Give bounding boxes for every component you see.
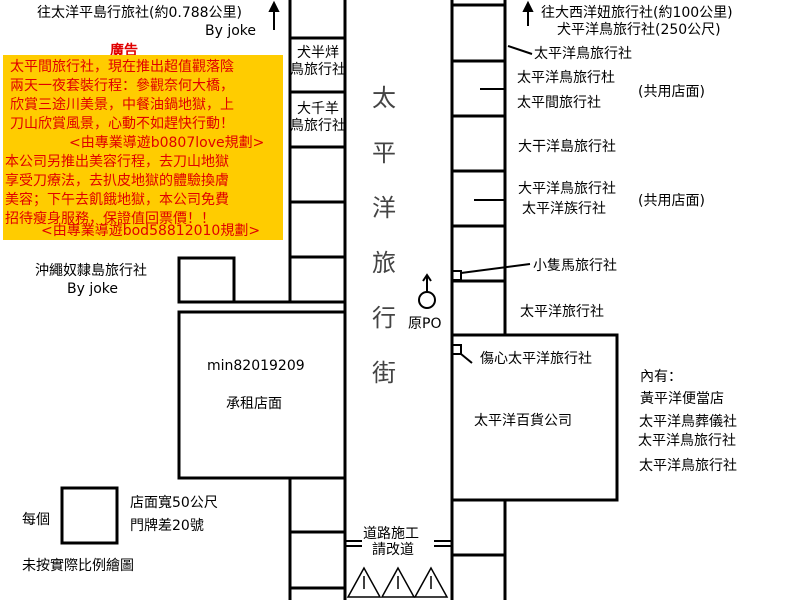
ad-line: 刀山欣賞風景，心動不如趕快行動！ <box>10 116 234 132</box>
ad-line: 美容；下午去飢餓地獄，本公司免費 <box>5 192 229 208</box>
ad-line: 欣賞三途川美景，中餐油鍋地獄，上 <box>10 97 234 113</box>
shared-note: (共用店面) <box>638 193 705 209</box>
advertisement-box: 太平間旅行社，現在推出超值觀落陰 兩天一夜套裝行程：參觀奈何大橋， 欣賞三途川美… <box>3 55 283 240</box>
shop-line: 大千羊 <box>297 101 339 117</box>
shop-label: 傷心太平洋旅行社 <box>480 351 592 367</box>
shop-label: 犬半烊 鳥旅行社 <box>287 45 349 79</box>
origin-label: 原PO <box>408 316 442 332</box>
shared-note: (共用店面) <box>638 84 705 100</box>
construction-line1: 道路施工 <box>363 526 419 542</box>
shop-label: 小隻馬旅行社 <box>533 258 617 274</box>
contains-item: 太平洋鳥旅行社 <box>638 433 736 449</box>
contains-item: 黃平洋便當店 <box>640 391 724 407</box>
ad-credit: <由專業導遊b0807love規劃> <box>69 135 265 151</box>
shop-label: 太平洋旅行社 <box>520 304 604 320</box>
ad-line: 享受刀療法，去扒皮地獄的體驗換膚 <box>5 173 229 189</box>
scale-note: 未按實際比例繪圖 <box>22 558 134 574</box>
shop-line: 鳥旅行社 <box>290 118 346 134</box>
shop-label: 大千羊 鳥旅行社 <box>287 101 349 135</box>
shop-line: 犬半烊 <box>297 45 339 61</box>
rental-label: 承租店面 <box>226 396 282 412</box>
shop-label: 太平間旅行社 <box>517 95 601 111</box>
ad-line: 太平間旅行社，現在推出超值觀落陰 <box>10 59 234 75</box>
warning-icons <box>346 566 449 598</box>
street-name-char: 旅 <box>372 249 396 277</box>
rental-owner: min82019209 <box>207 358 305 374</box>
contains-item: 太平洋鳥葬儀社 <box>639 414 737 430</box>
street-name-char: 街 <box>372 359 396 387</box>
legend-number-gap: 門牌差20號 <box>130 518 204 534</box>
street-name-char: 洋 <box>372 194 396 222</box>
street-name-char: 行 <box>372 304 396 332</box>
shop-label: 太平洋族行社 <box>522 201 606 217</box>
contains-item: 太平洋鳥旅行社 <box>639 458 737 474</box>
direction-label: 往太洋平島行旅社(約0.788公里) <box>37 5 243 21</box>
direction-label-right-1: 往大西洋妞旅行社(約100公里) <box>541 5 733 21</box>
street-name-char: 太 <box>372 84 396 112</box>
shop-label: 大平洋鳥旅行社 <box>518 181 616 197</box>
department-store-label: 太平洋百貨公司 <box>474 413 572 429</box>
contains-label: 內有： <box>640 369 682 385</box>
ad-credit: <由專業導遊bod58812010規劃> <box>41 223 261 239</box>
construction-line2: 請改道 <box>372 542 414 558</box>
ad-line: 本公司另推出美容行程，去刀山地獄 <box>5 154 229 170</box>
direction-label-right-2: 犬平洋鳥旅行社(250公尺) <box>557 22 721 38</box>
author-label: By joke <box>205 23 257 39</box>
okinawa-label: 沖繩奴隸島旅行社 <box>35 263 147 279</box>
shop-label: 大干洋島旅行社 <box>518 139 616 155</box>
shop-label: 太平洋鳥旅行社 <box>534 46 632 62</box>
okinawa-author: By joke <box>67 281 119 297</box>
shop-line: 鳥旅行社 <box>290 62 346 78</box>
legend-width: 店面寬50公尺 <box>130 495 218 511</box>
shop-label: 太平洋鳥旅行杜 <box>517 70 615 86</box>
legend-each: 每個 <box>22 512 50 528</box>
street-name-char: 平 <box>372 139 396 167</box>
ad-line: 兩天一夜套裝行程：參觀奈何大橋， <box>10 78 234 94</box>
ad-line: 招待瘦身服務，保證值回票價！！ <box>5 211 215 227</box>
